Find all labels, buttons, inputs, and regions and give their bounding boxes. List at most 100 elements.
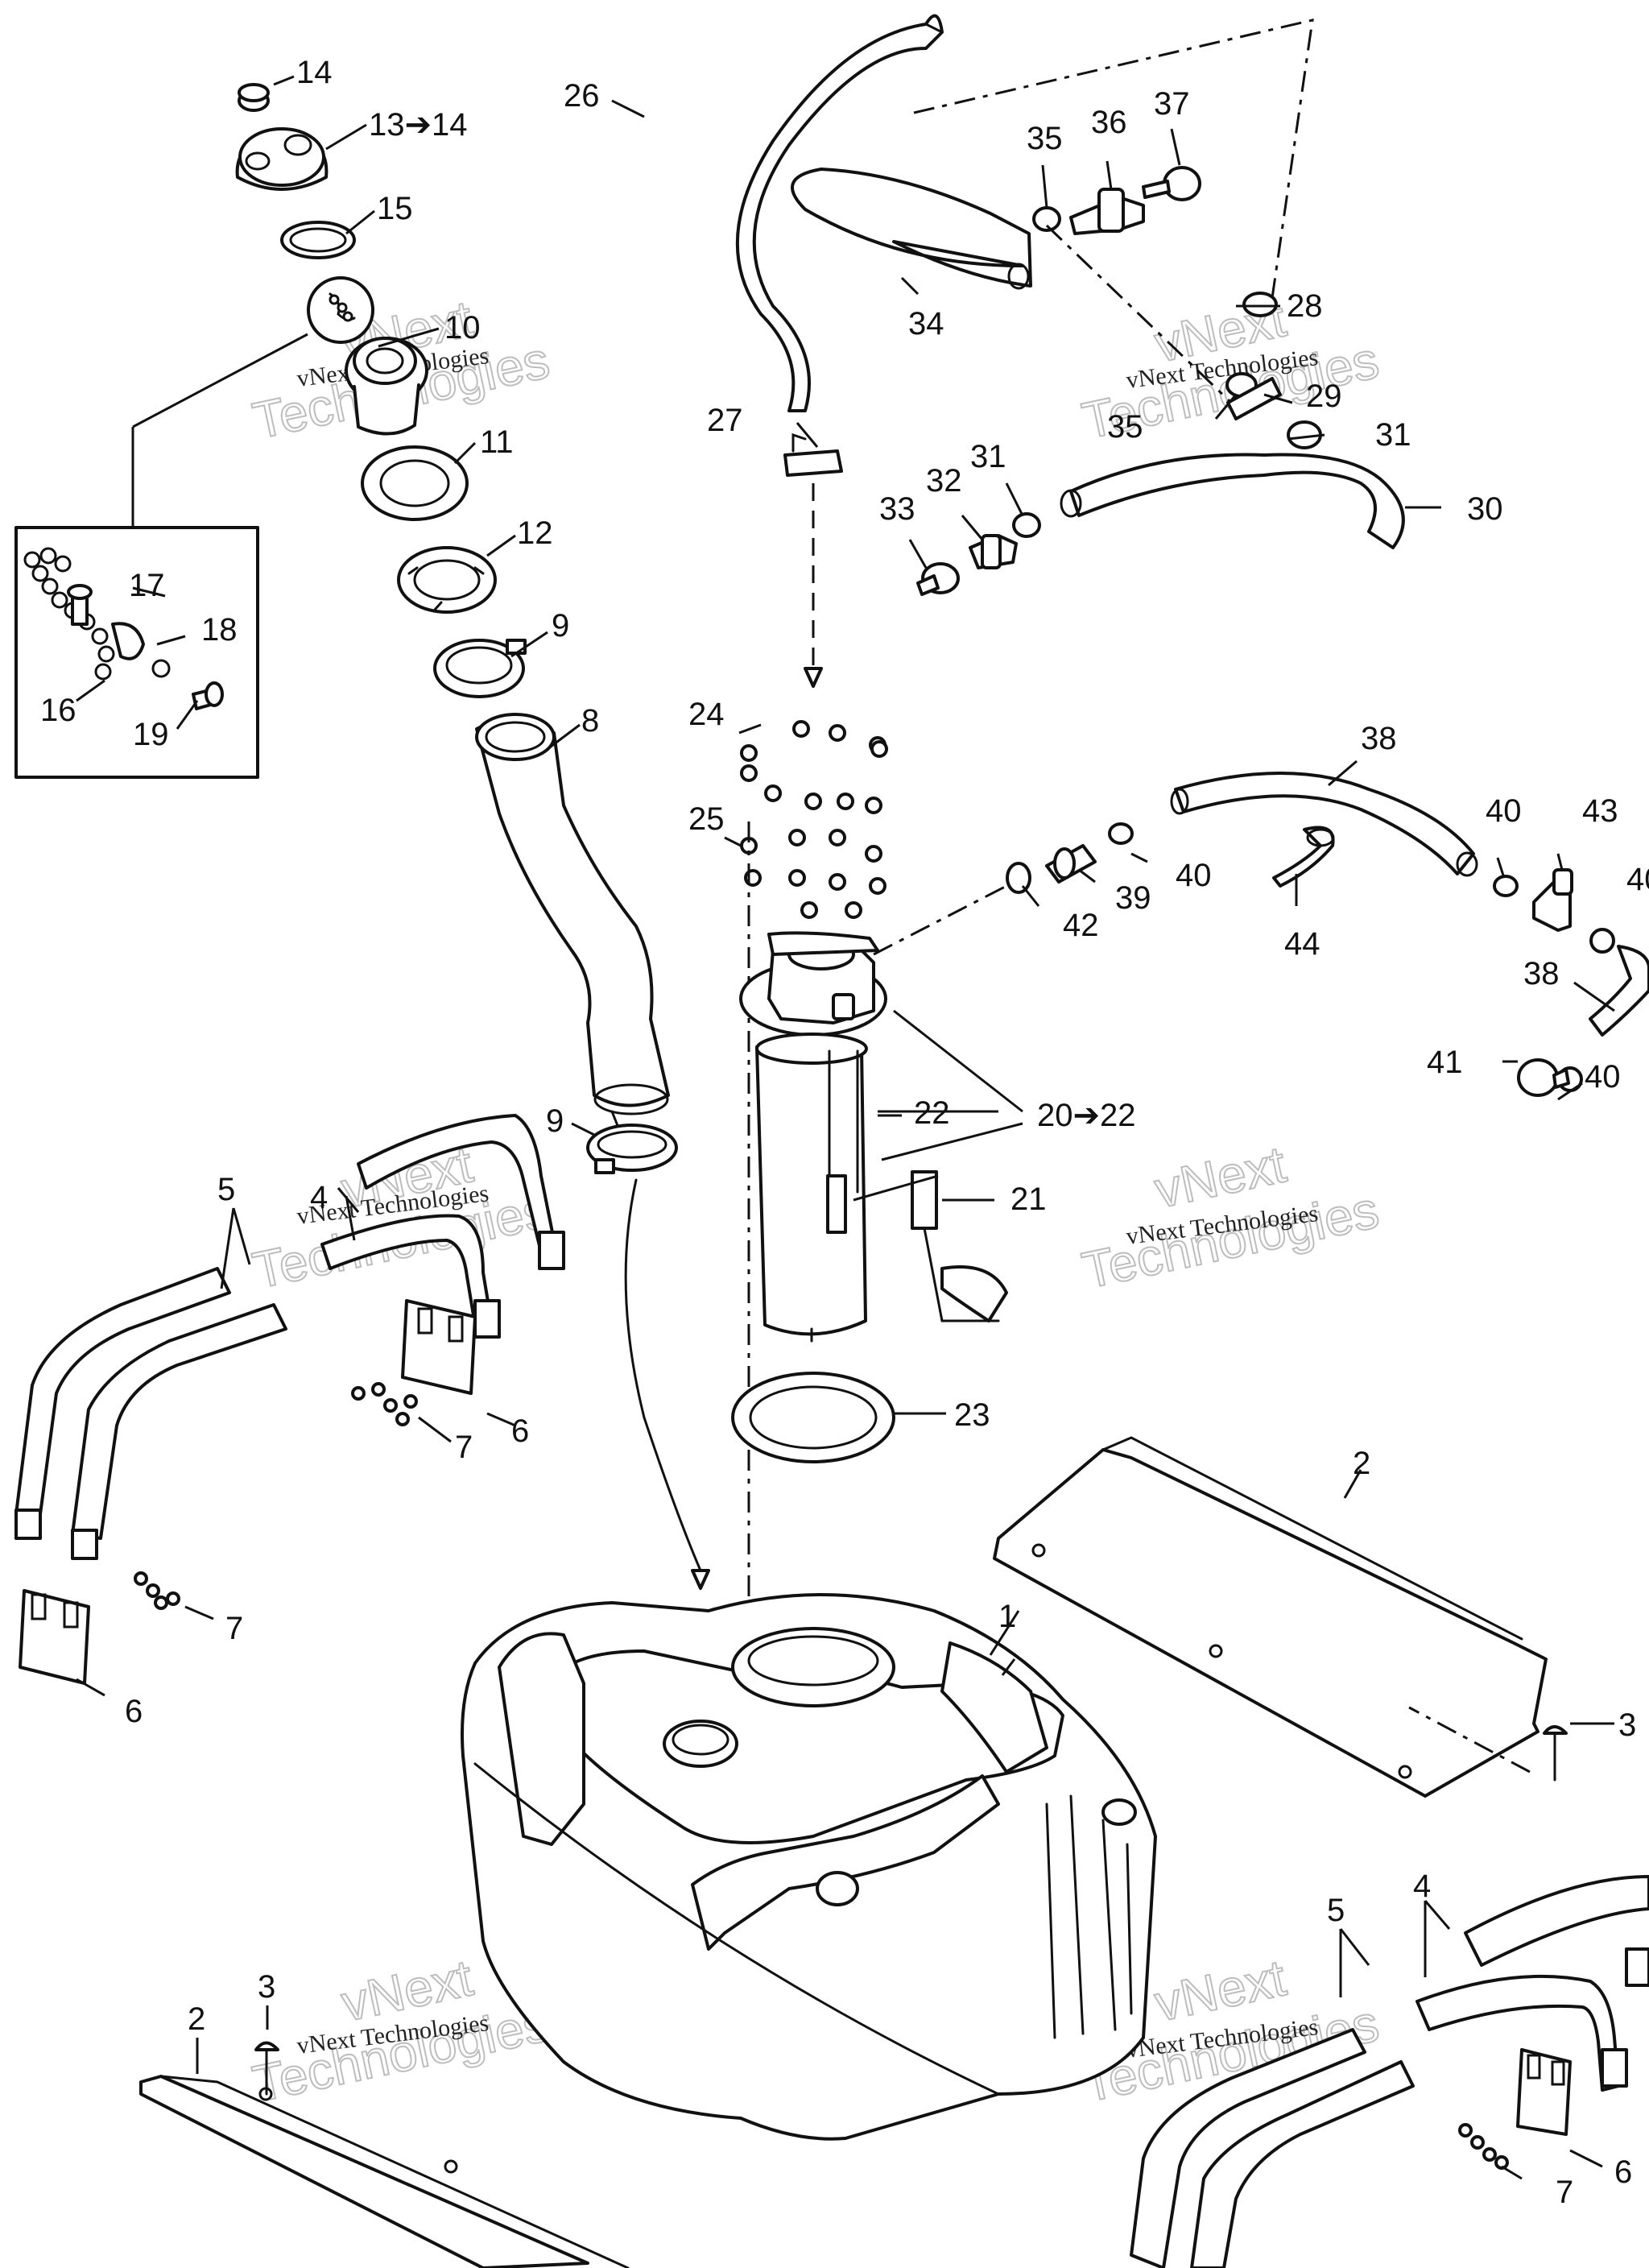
callout-38-lower: 38 — [1523, 956, 1560, 991]
fitting-33 — [916, 562, 960, 596]
callout-43: 43 — [1582, 793, 1618, 829]
strap-5-left — [14, 1267, 287, 1560]
callout-41: 41 — [1427, 1045, 1463, 1080]
callout-7-right: 7 — [1556, 2175, 1573, 2210]
hose-38-upper — [1170, 772, 1478, 877]
connector-42 — [1006, 862, 1031, 894]
callout-labels: 14 13➔14 15 10 11 12 9 8 9 17 18 16 19 2… — [40, 55, 1649, 2210]
callout-1: 1 — [998, 1599, 1016, 1634]
callout-44: 44 — [1284, 926, 1320, 962]
strap-5-right — [1130, 2028, 1415, 2268]
clamp-28 — [1242, 292, 1278, 317]
callout-28: 28 — [1287, 288, 1323, 324]
clamp-40-b — [1493, 875, 1519, 897]
callout-26: 26 — [564, 78, 600, 114]
callout-27: 27 — [707, 403, 743, 438]
callout-7-left-lower: 7 — [225, 1611, 243, 1646]
callout-5-right: 5 — [1327, 1893, 1345, 1928]
tether-detail-circle — [307, 276, 374, 344]
callout-35-lower: 35 — [1107, 409, 1143, 445]
callout-29: 29 — [1306, 379, 1342, 414]
fuel-level-sender-21 — [911, 1170, 1008, 1322]
callout-5-left: 5 — [217, 1172, 235, 1207]
callout-10: 10 — [444, 310, 481, 346]
pump-gasket-23 — [731, 1372, 895, 1463]
callout-4-right: 4 — [1413, 1869, 1431, 1904]
callout-40-main: 40 — [1176, 858, 1212, 893]
callout-38-upper: 38 — [1361, 721, 1397, 756]
callout-19: 19 — [133, 717, 169, 752]
watermark-mid-right: vNext Technologies vNext Technologies — [1077, 1134, 1384, 1300]
callout-16: 16 — [40, 693, 76, 728]
clamp-9-upper — [433, 639, 527, 698]
callout-2-left: 2 — [188, 2001, 205, 2037]
callout-11: 11 — [480, 424, 514, 460]
callout-34: 34 — [908, 306, 944, 341]
callout-17: 17 — [129, 568, 165, 603]
callout-4-left: 4 — [310, 1180, 328, 1215]
callout-6-left-upper: 6 — [511, 1413, 529, 1449]
callout-13: 13➔14 — [369, 107, 468, 143]
fuel-pump-22 — [739, 931, 887, 1343]
washers-25 — [740, 829, 886, 919]
callout-32: 32 — [926, 463, 962, 499]
strap-4-left — [320, 1114, 565, 1339]
bracket-6-left-lower — [19, 1589, 90, 1685]
guide-line-26-28 — [913, 19, 1314, 299]
callout-6-left-lower: 6 — [125, 1694, 143, 1729]
callout-31-right: 31 — [1375, 417, 1411, 453]
callout-9-upper: 9 — [552, 608, 569, 644]
clamp-9-lower — [586, 1124, 678, 1174]
callout-20: 20➔22 — [1037, 1098, 1136, 1133]
guide-line-pump-42 — [873, 884, 1007, 956]
valve-32 — [969, 534, 1018, 569]
gasket-15 — [280, 221, 356, 259]
callout-9-lower: 9 — [546, 1103, 564, 1139]
callout-21: 21 — [1010, 1182, 1047, 1217]
clamp-40-c — [1589, 928, 1615, 954]
callout-7-left-upper: 7 — [455, 1430, 473, 1465]
vent-hose-26 — [735, 14, 944, 412]
clamp-40-a — [1108, 822, 1134, 845]
guide-line-9-tank — [624, 1178, 702, 1572]
nuts-24 — [740, 720, 888, 814]
fuel-tank-1 — [461, 1593, 1157, 2141]
callout-6-right: 6 — [1614, 2154, 1632, 2190]
callout-15: 15 — [377, 191, 413, 226]
fuel-cap-13 — [235, 127, 329, 191]
guide-line-3-right — [1408, 1706, 1531, 1773]
check-valve-36 — [1069, 188, 1145, 235]
cable-tie-44 — [1272, 826, 1335, 888]
arrow-9-tank — [691, 1569, 710, 1590]
skid-plate-2-right — [993, 1436, 1548, 1798]
rivet-3-left — [254, 2041, 279, 2096]
callout-12: 12 — [517, 515, 553, 551]
hose-34 — [791, 168, 1032, 290]
cap-41 — [1517, 1058, 1570, 1097]
hose-clip-27 — [783, 432, 843, 477]
tether-chain-16 — [23, 547, 115, 681]
callout-8: 8 — [581, 703, 599, 739]
valve-cap-37 — [1142, 166, 1201, 201]
callout-2-right: 2 — [1353, 1446, 1370, 1481]
callout-24: 24 — [688, 697, 725, 732]
skid-plate-2-left — [139, 2075, 630, 2268]
callout-14-top: 14 — [296, 55, 333, 90]
callout-42: 42 — [1063, 908, 1099, 943]
bracket-6-right — [1516, 2048, 1572, 2136]
callout-39: 39 — [1115, 880, 1151, 916]
bolts-7-right — [1458, 2123, 1509, 2170]
hose-30 — [1060, 453, 1405, 549]
fitting-43 — [1532, 868, 1573, 932]
fitting-39 — [1045, 844, 1097, 884]
rivet-3-right — [1543, 1725, 1568, 1782]
callout-25: 25 — [688, 801, 725, 837]
callout-37: 37 — [1154, 86, 1190, 122]
callout-36: 36 — [1091, 105, 1127, 140]
callout-30: 30 — [1467, 491, 1503, 527]
callout-22: 22 — [914, 1095, 950, 1131]
bracket-6-left-upper — [401, 1299, 477, 1395]
callout-35-upper: 35 — [1027, 121, 1063, 156]
callout-23: 23 — [954, 1397, 990, 1433]
